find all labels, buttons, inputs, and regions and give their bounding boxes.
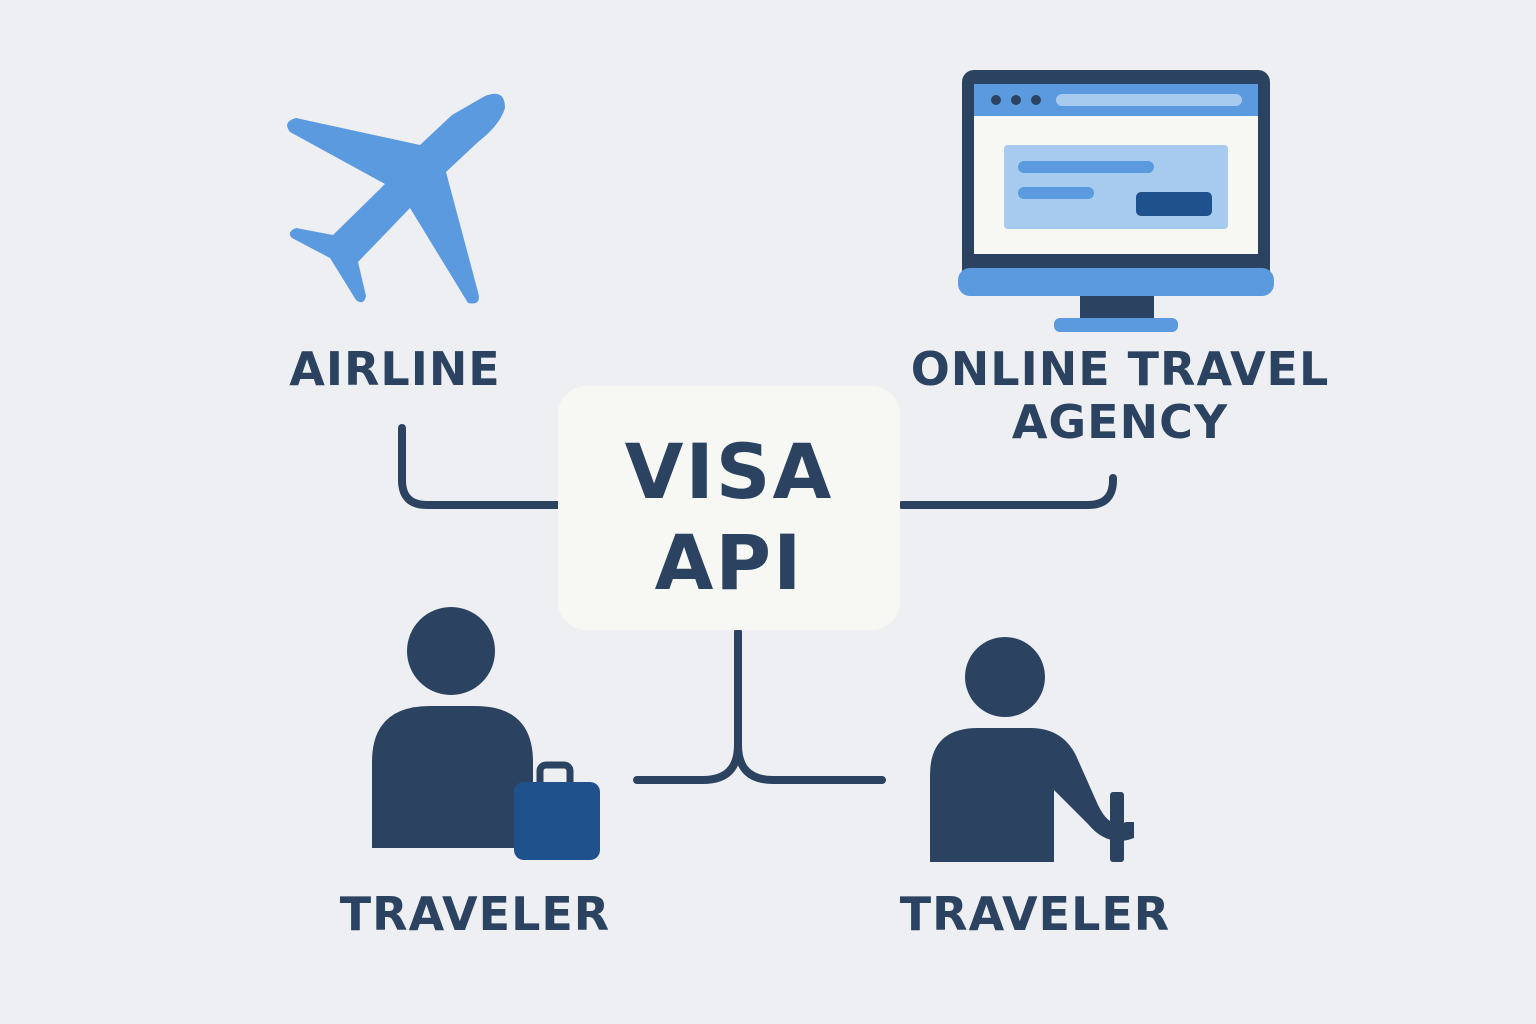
visa-api-line1: VISA [624,427,834,516]
visa-api-title: VISA API [558,426,900,608]
traveler-left-label: TRAVELER [339,887,611,941]
connector-travelers [633,628,886,784]
ota-label-line2: AGENCY [1011,394,1229,449]
airline-label: AIRLINE [289,342,501,396]
person-with-suitcase-icon [372,607,600,860]
connector-airline [398,424,564,509]
online-travel-agency-label: ONLINE TRAVEL AGENCY [900,343,1340,449]
person-with-cane-icon [930,637,1134,862]
connector-lines [398,424,1117,784]
traveler-right-label: TRAVELER [899,887,1171,941]
connector-ota [898,474,1117,509]
visa-api-box: VISA API [558,386,900,630]
visa-api-line2: API [654,518,804,608]
computer-monitor-icon [958,70,1274,332]
airplane-icon [287,93,505,304]
ota-label-line1: ONLINE TRAVEL [910,342,1330,396]
